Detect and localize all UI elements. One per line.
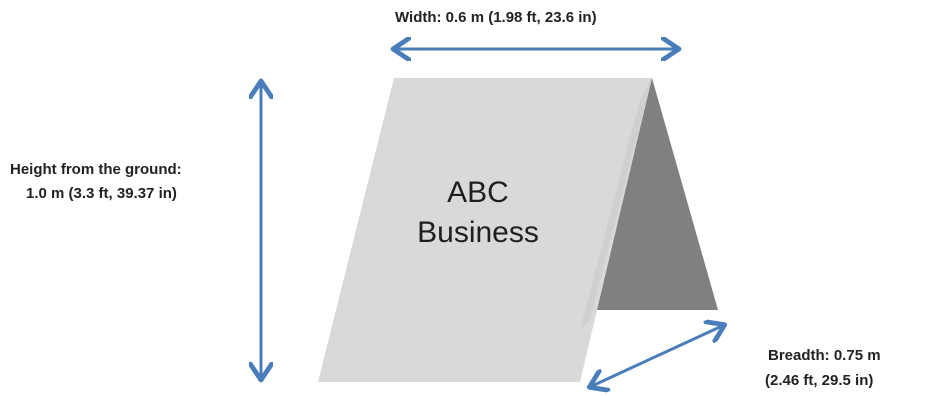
height-label-line1: Height from the ground: <box>10 161 182 178</box>
breadth-arrow <box>592 326 722 386</box>
sign-text-line1: ABC <box>447 176 509 209</box>
sign-side-panel <box>578 78 718 310</box>
sign-side-edge-shade <box>580 78 652 330</box>
sign-front-panel <box>318 78 652 382</box>
breadth-label-line1: Breadth: 0.75 m <box>768 347 881 364</box>
width-label: Width: 0.6 m (1.98 ft, 23.6 in) <box>395 9 597 26</box>
height-label-line2: 1.0 m (3.3 ft, 39.37 in) <box>26 185 177 202</box>
breadth-label-line2: (2.46 ft, 29.5 in) <box>765 372 874 389</box>
sign-text-line2: Business <box>417 216 539 249</box>
